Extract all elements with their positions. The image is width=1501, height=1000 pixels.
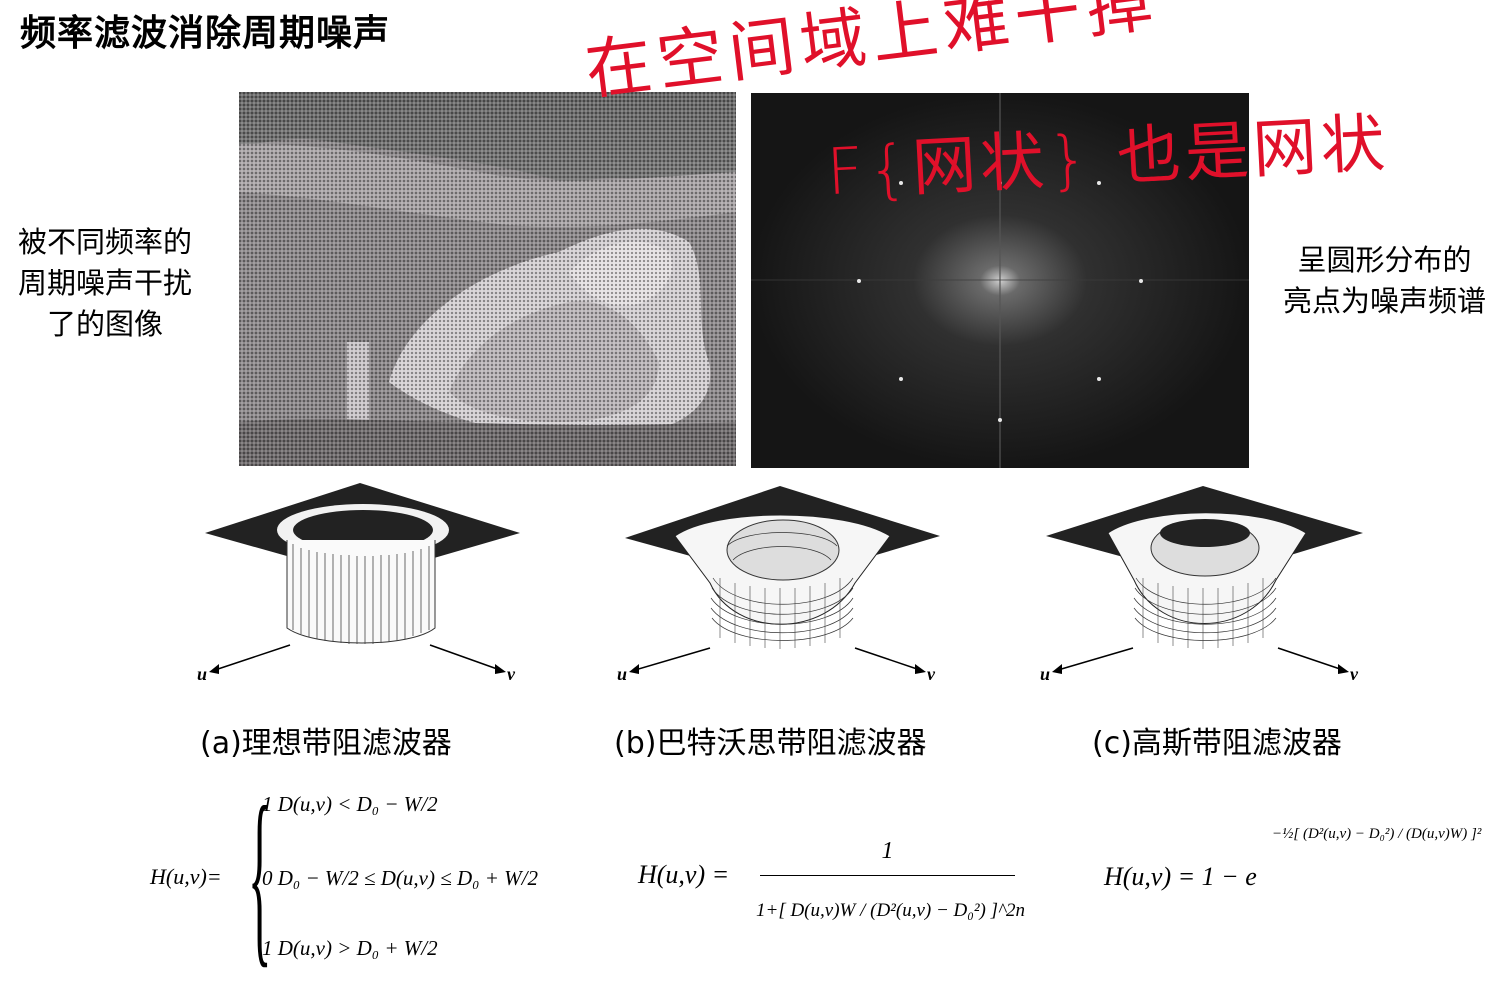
formula-numerator: 1 xyxy=(881,838,894,864)
formula-gaussian: H(u,v) = 1 − e −½[ (D²(u,v) − D₀²) / (D(… xyxy=(1104,812,1481,902)
formula-case-3: 1 D(u,v) > D₀ + W/2 xyxy=(262,936,438,960)
v-axis-label: v xyxy=(927,664,936,684)
page-title: 频率滤波消除周期噪声 xyxy=(20,13,391,54)
noisy-image-note: 被不同频率的 周期噪声干扰 了的图像 xyxy=(0,222,210,345)
handwritten-note-line1: 在空间域上难干掉 xyxy=(581,0,1163,110)
formula-ideal: H(u,v)= { 1 D(u,v) < D₀ − W/2 0 D₀ − W/2… xyxy=(150,767,538,984)
note-line: 呈圆形分布的 xyxy=(1297,243,1472,277)
note-line: 亮点为噪声频谱 xyxy=(1282,284,1486,318)
formula-case-1: 1 D(u,v) < D₀ − W/2 xyxy=(262,792,438,816)
caption-butterworth: (b)巴特沃思带阻滤波器 xyxy=(614,726,927,761)
noise-spectrum xyxy=(751,93,1249,468)
u-axis-label: u xyxy=(617,664,627,684)
u-axis-label: u xyxy=(197,664,207,684)
v-axis-label: v xyxy=(507,664,516,684)
spectrum-note: 呈圆形分布的 亮点为噪声频谱 xyxy=(1262,240,1501,322)
noisy-image xyxy=(239,92,736,466)
note-line: 周期噪声干扰 xyxy=(17,266,192,300)
formula-lhs: H(u,v) = xyxy=(638,860,730,889)
fraction-bar xyxy=(760,875,1015,876)
ideal-bandreject-plot: u v xyxy=(197,483,520,684)
formula-lhs: H(u,v)= xyxy=(150,864,222,889)
gaussian-bandreject-plot: u v xyxy=(1040,486,1363,684)
formula-case-2: 0 D₀ − W/2 ≤ D(u,v) ≤ D₀ + W/2 xyxy=(262,866,538,890)
formula-lhs: H(u,v) = 1 − e xyxy=(1104,862,1257,891)
formula-denominator: 1+[ D(u,v)W / (D²(u,v) − D₀²) ]^2n xyxy=(756,900,1026,921)
u-axis-label: u xyxy=(1040,664,1050,684)
formula-exponent: −½[ (D²(u,v) − D₀²) / (D(u,v)W) ]² xyxy=(1272,826,1482,842)
v-axis-label: v xyxy=(1350,664,1359,684)
formula-butterworth: H(u,v) = 1 1+[ D(u,v)W / (D²(u,v) − D₀²)… xyxy=(638,838,1028,978)
caption-gaussian: (c)高斯带阻滤波器 xyxy=(1092,726,1342,761)
butterworth-bandreject-plot: u v xyxy=(617,486,940,684)
note-line: 了的图像 xyxy=(46,307,163,341)
note-line: 被不同频率的 xyxy=(17,225,192,259)
caption-ideal: (a)理想带阻滤波器 xyxy=(200,726,452,761)
